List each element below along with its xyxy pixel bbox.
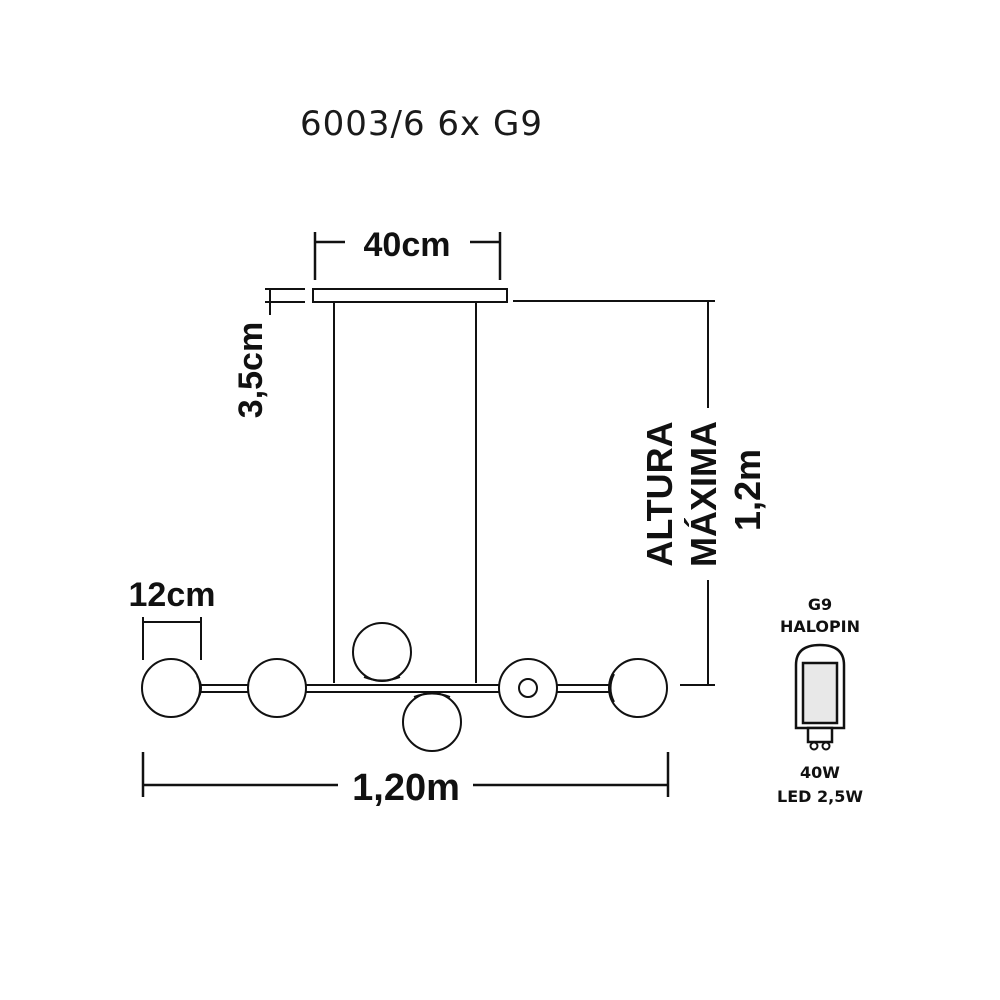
g9-bulb-icon bbox=[794, 643, 846, 751]
max-height-label-line2: MÁXIMA bbox=[683, 421, 724, 567]
canopy-height-label: 3,5cm bbox=[232, 322, 270, 418]
globe-diameter-dimension: 12cm bbox=[129, 576, 216, 660]
canopy-height-dimension: 3,5cm bbox=[232, 288, 305, 418]
max-height-value: 1,2m bbox=[727, 449, 768, 531]
bulb-spec: G9 HALOPIN 40W LED 2,5W bbox=[777, 595, 863, 806]
bulb-power-label: 40W bbox=[800, 763, 840, 782]
total-length-dimension: 1,20m bbox=[141, 752, 670, 809]
globe-5 bbox=[498, 658, 558, 718]
globe-3-upper bbox=[352, 622, 412, 682]
canopy-width-dimension: 40cm bbox=[313, 226, 502, 280]
product-title: 6003/6 6x G9 bbox=[300, 104, 543, 144]
bulb-model-label: HALOPIN bbox=[780, 617, 860, 636]
max-height-dimension: ALTURA MÁXIMA 1,2m bbox=[513, 300, 768, 686]
bulb-led-label: LED 2,5W bbox=[777, 787, 863, 806]
canopy-width-label: 40cm bbox=[364, 226, 451, 264]
globe-4-lower bbox=[402, 692, 462, 752]
globe-2 bbox=[247, 658, 307, 718]
max-height-label-line1: ALTURA bbox=[639, 421, 680, 566]
ceiling-canopy bbox=[312, 288, 508, 303]
bulb-type-label: G9 bbox=[808, 595, 832, 614]
globe-1 bbox=[141, 658, 202, 718]
globe-6 bbox=[608, 658, 668, 718]
globe-diameter-label: 12cm bbox=[129, 576, 216, 614]
total-length-label: 1,20m bbox=[352, 767, 460, 809]
